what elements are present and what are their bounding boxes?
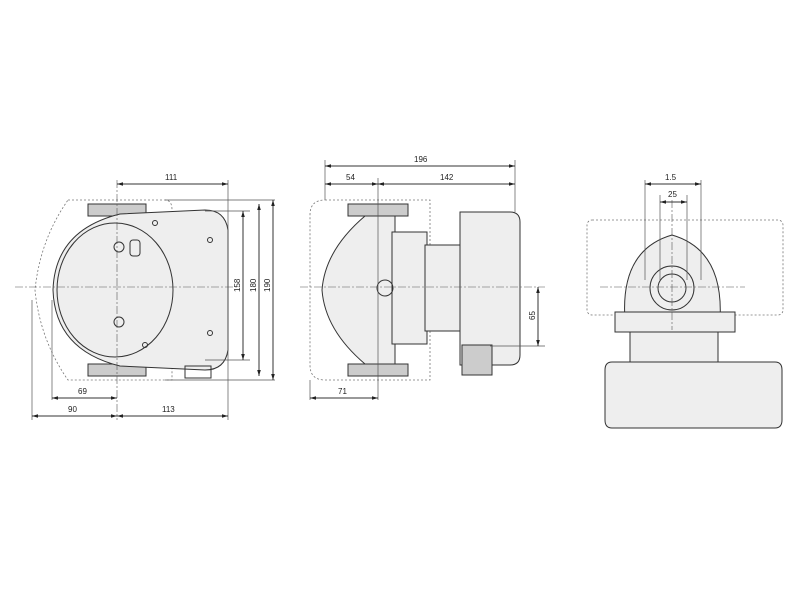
connector — [184, 365, 212, 379]
dim-25: 25 — [668, 190, 677, 199]
screw-icon — [142, 342, 148, 348]
stator-end — [614, 311, 736, 333]
dim-71: 71 — [338, 387, 347, 396]
button-2-icon — [113, 316, 125, 328]
pump-casing — [321, 215, 396, 365]
dim-111: 111 — [165, 173, 178, 182]
dim-65: 65 — [528, 311, 537, 320]
shaft-plug-icon — [376, 279, 394, 297]
connector — [461, 344, 493, 376]
dim-69: 69 — [78, 387, 87, 396]
control-box-end — [604, 361, 783, 429]
dim-190: 190 — [263, 278, 272, 292]
dim-158: 158 — [233, 278, 242, 292]
pump-casing-end — [624, 234, 721, 321]
outline-dashed — [34, 199, 173, 381]
front-view: 111 69 90 113 158 180 190 — [15, 173, 275, 420]
outline-dashed — [586, 219, 784, 316]
motor-end — [629, 331, 719, 363]
button-icon — [113, 241, 125, 253]
dim-90: 90 — [68, 405, 77, 414]
pump-housing — [52, 209, 229, 371]
dim-196: 196 — [414, 155, 428, 164]
stator — [391, 231, 428, 345]
screw-icon — [152, 220, 158, 226]
dim-142: 142 — [440, 173, 454, 182]
dim-54: 54 — [346, 173, 355, 182]
screw-icon — [207, 330, 213, 336]
display-icon — [129, 239, 141, 257]
end-view: 1.5 25 — [586, 173, 784, 429]
screw-icon — [207, 237, 213, 243]
control-face — [56, 222, 174, 358]
dim-1-5: 1.5 — [665, 173, 677, 182]
motor-housing — [424, 244, 461, 332]
side-view: 196 54 142 71 65 — [300, 155, 545, 400]
dim-180: 180 — [249, 278, 258, 292]
control-box — [459, 211, 521, 366]
dim-113: 113 — [162, 405, 175, 414]
